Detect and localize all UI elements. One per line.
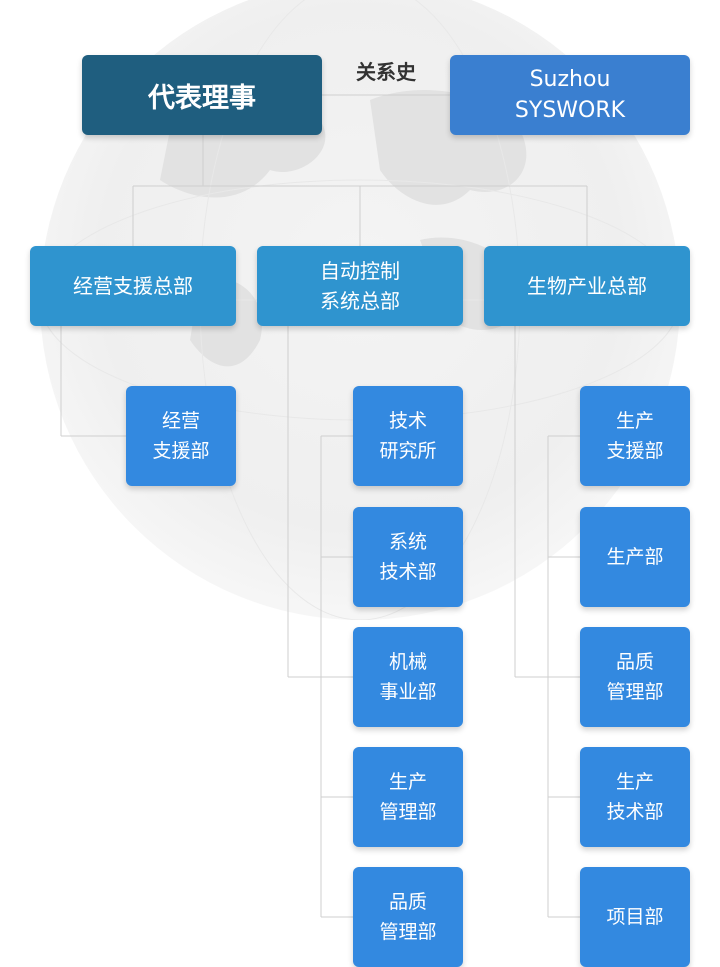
dept-production-management: 生产 管理部 [353,747,463,847]
dept-production-tech: 生产 技术部 [580,747,690,847]
division-bio-industry: 生物产业总部 [484,246,690,326]
dept-quality-management-bio: 品质 管理部 [580,627,690,727]
dept-production-support: 生产 支援部 [580,386,690,486]
dept-production: 生产部 [580,507,690,607]
division-business-support: 经营支援总部 [30,246,236,326]
representative-director-box: 代表理事 [82,55,322,135]
dept-machinery: 机械 事业部 [353,627,463,727]
relation-label: 关系史 [356,60,416,84]
dept-system-tech: 系统 技术部 [353,507,463,607]
dept-quality-management: 品质 管理部 [353,867,463,967]
division-automation-systems: 自动控制 系统总部 [257,246,463,326]
dept-business-support: 经营 支援部 [126,386,236,486]
dept-project: 项目部 [580,867,690,967]
partner-company-box: Suzhou SYSWORK [450,55,690,135]
dept-tech-institute: 技术 研究所 [353,386,463,486]
